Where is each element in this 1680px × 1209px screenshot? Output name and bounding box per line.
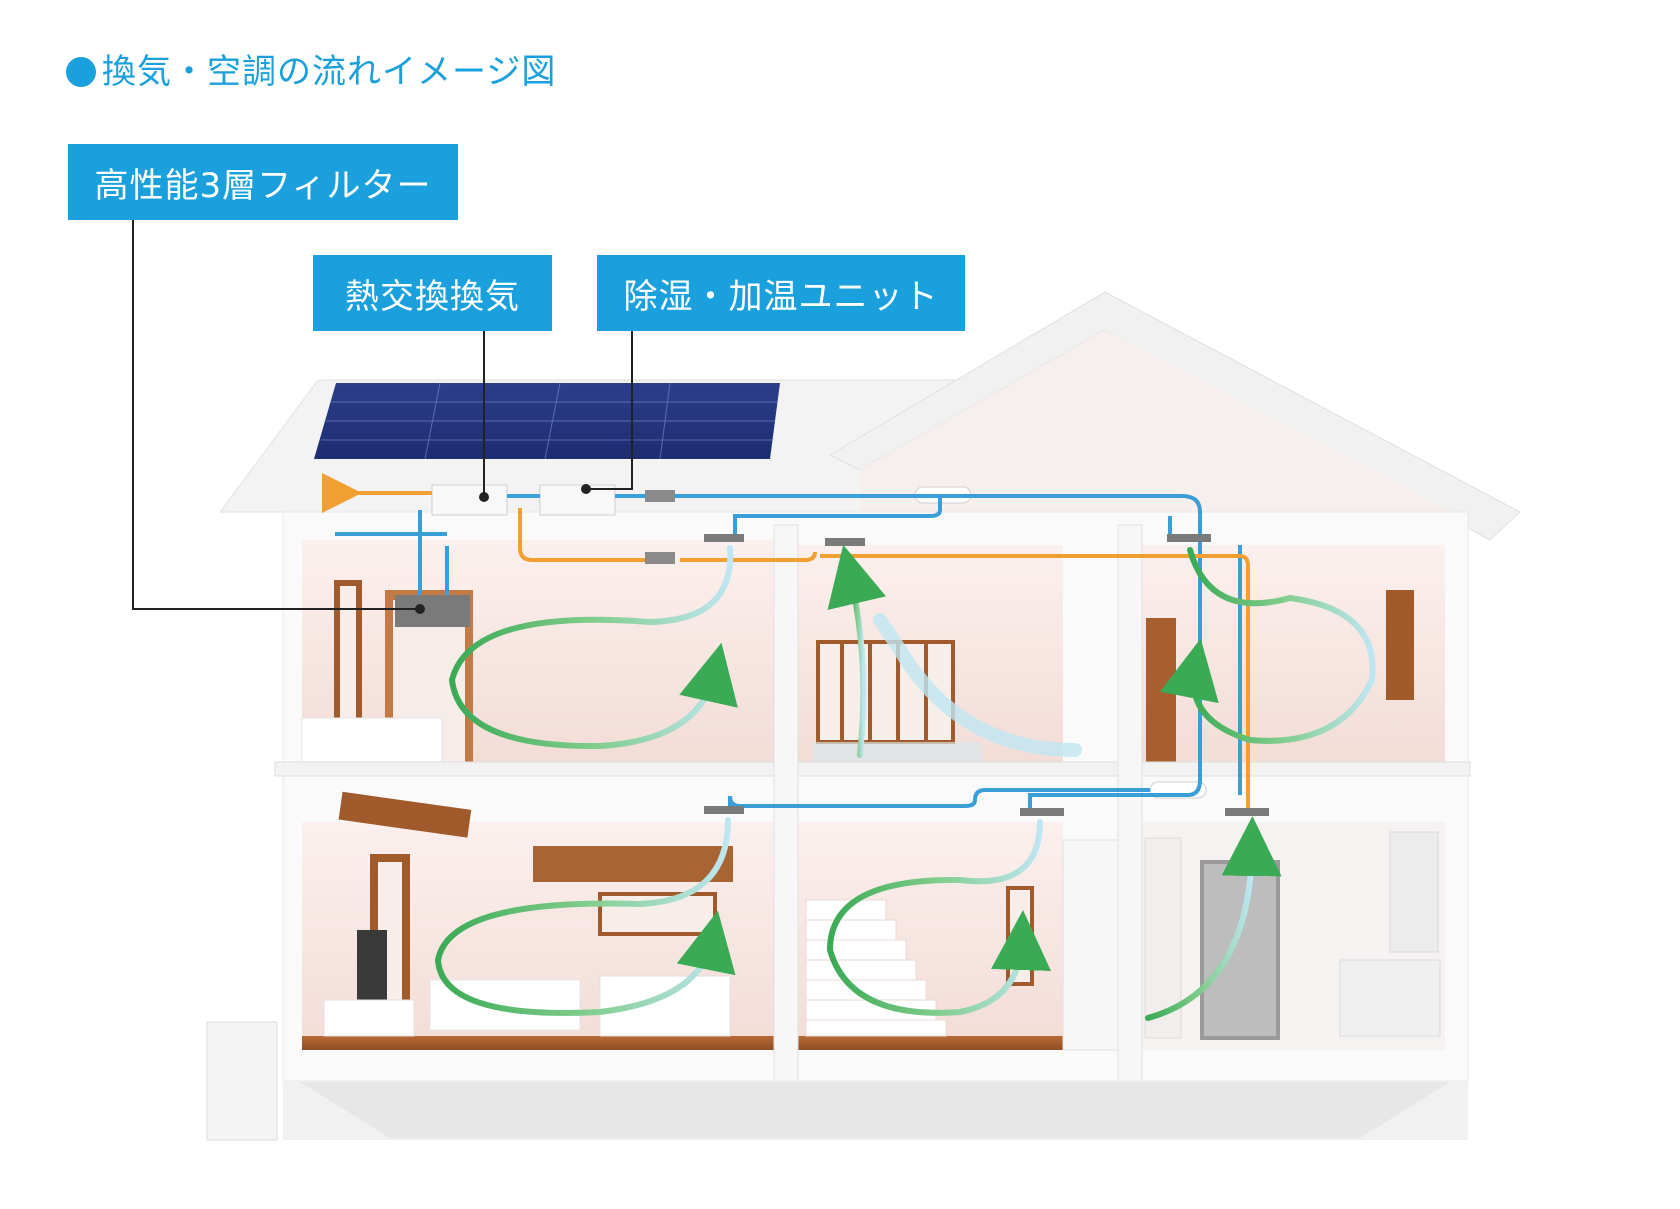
bullet-dot-icon (66, 57, 96, 87)
airflow-arrow-icon (434, 544, 1376, 1021)
diffusers (645, 490, 1269, 816)
leader-lines (132, 220, 633, 610)
exhaust-ducts (322, 473, 1250, 808)
label-heat-exchange: 熱交換換気 (313, 255, 552, 331)
interior-walls (773, 524, 1143, 1083)
label-dehumidify: 除湿・加温ユニット (597, 255, 965, 331)
page-title-text: 換気・空調の流れイメージ図 (102, 52, 557, 92)
leader-dots (415, 484, 591, 614)
floor-slab (274, 761, 1471, 777)
solar-panel-icon (314, 382, 780, 460)
label-filter-text: 高性能3層フィルター (94, 165, 432, 206)
upper-floor-rooms (301, 540, 1445, 770)
label-dehumidify-text: 除湿・加温ユニット (623, 276, 939, 317)
label-filter: 高性能3層フィルター (68, 144, 458, 220)
page-title: 換気・空調の流れイメージ図 (66, 44, 556, 93)
label-heat-exchange-text: 熱交換換気 (345, 276, 520, 317)
foundation (206, 1021, 1468, 1141)
